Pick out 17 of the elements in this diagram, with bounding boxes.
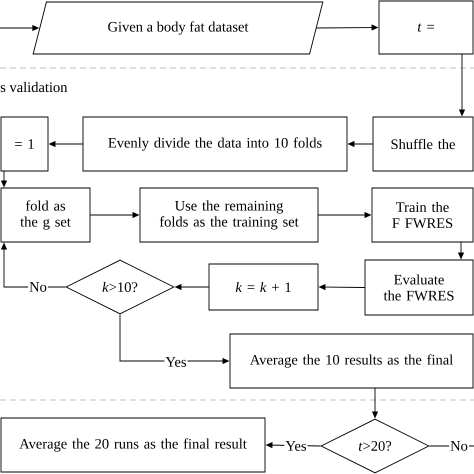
process-box: fold as the g set [0,188,90,242]
edge-label: No [28,281,48,293]
process-box: Shuffle the [372,116,474,172]
edge-label: Yes [164,356,188,368]
edge-label: Yes [284,440,308,452]
edge-label: No [449,440,469,452]
process-box: t = [378,0,474,54]
data-parallelogram: Given a body fat dataset [32,2,324,54]
process-box: Evaluate the FWRES [364,260,474,316]
process-box: Use the remaining folds as the training set [140,188,318,242]
process-box: Average the 20 runs as the final result [0,418,266,472]
process-box: Evenly divide the data into 10 folds [82,116,348,172]
process-box: k = k + 1 [208,264,318,310]
process-box: = 1 [0,116,48,172]
section-label: s validation [0,82,68,92]
process-box: Train the F FWRES [372,188,474,242]
process-box: Average the 10 results as the final [230,334,474,388]
